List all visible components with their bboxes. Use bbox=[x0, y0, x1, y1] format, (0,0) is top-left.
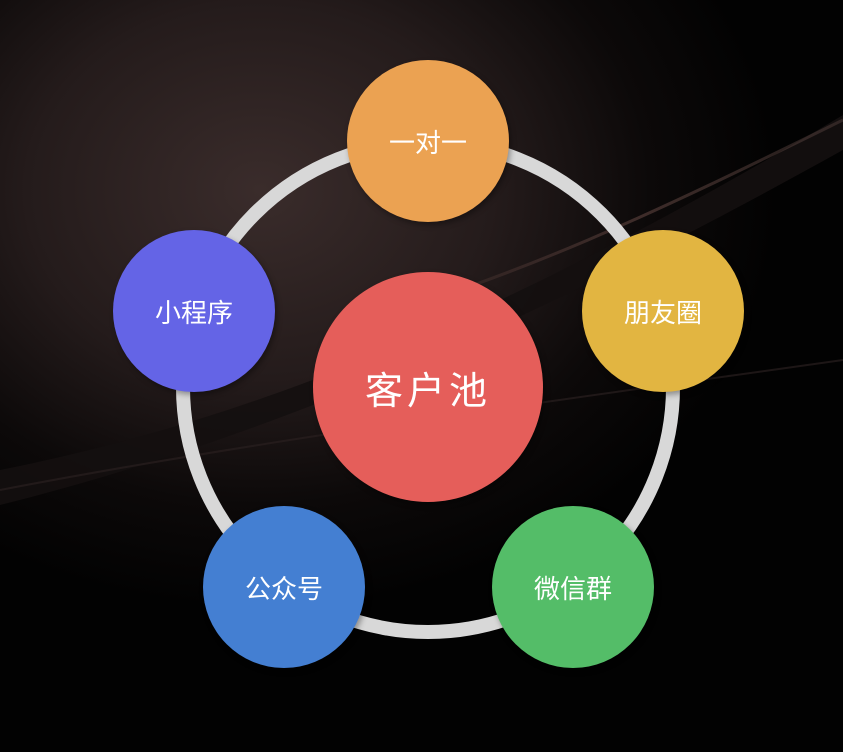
center-node-customer-pool: 客户池 bbox=[313, 272, 543, 502]
node-moments: 朋友圈 bbox=[582, 230, 744, 392]
node-label: 一对一 bbox=[388, 128, 467, 159]
node-label: 公众号 bbox=[244, 574, 323, 605]
center-node-label: 客户池 bbox=[364, 368, 491, 413]
node-label: 微信群 bbox=[533, 574, 612, 605]
node-label: 小程序 bbox=[154, 298, 233, 329]
node-wechat-group: 微信群 bbox=[492, 506, 654, 668]
node-label: 朋友圈 bbox=[623, 298, 702, 329]
node-one-on-one: 一对一 bbox=[347, 60, 509, 222]
node-official-account: 公众号 bbox=[203, 506, 365, 668]
node-mini-program: 小程序 bbox=[113, 230, 275, 392]
